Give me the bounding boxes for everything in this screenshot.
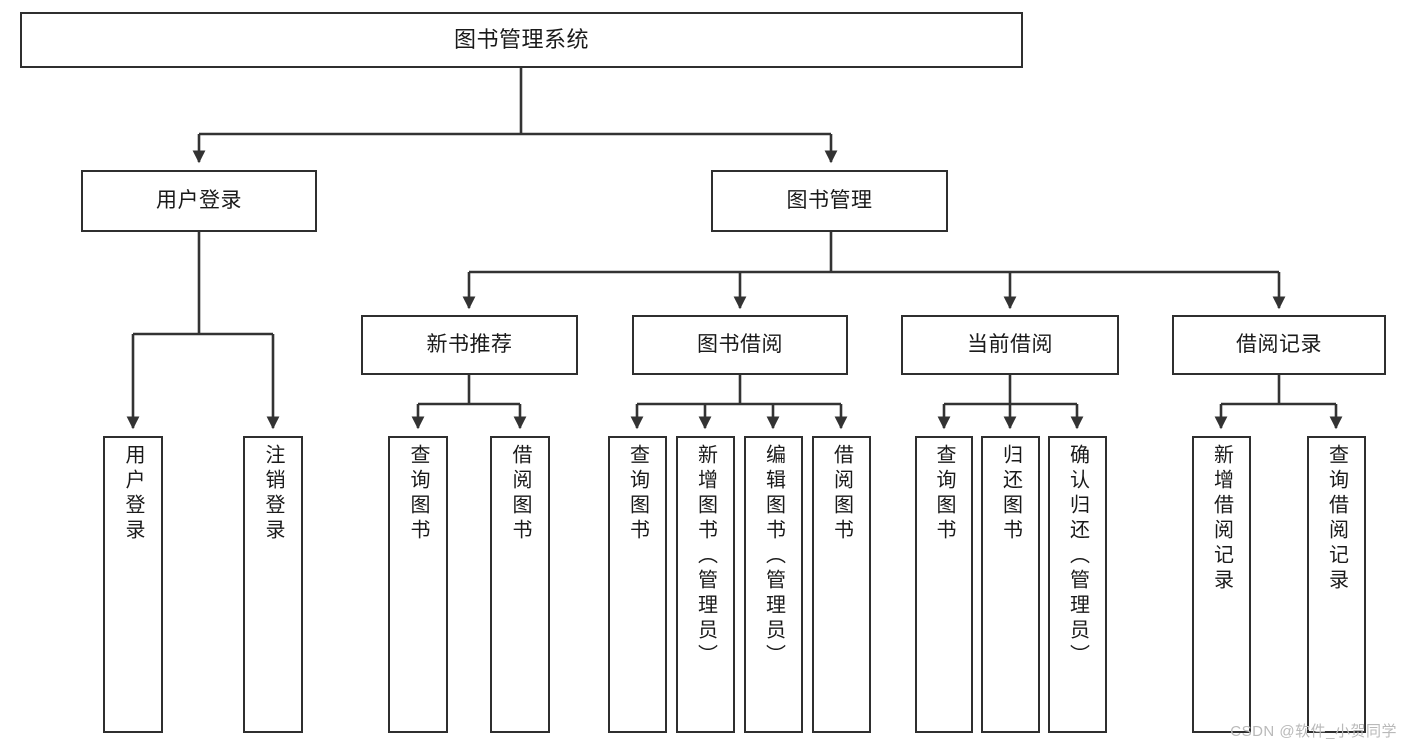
node-book-management[interactable]: 图书管理 — [711, 170, 948, 232]
node-label: 新书推荐 — [426, 332, 513, 356]
node-label: 归还图书 — [999, 444, 1022, 544]
leaf-book-borrow-borrow-book[interactable]: 借阅图书 — [812, 436, 871, 733]
leaf-user-login-login[interactable]: 用户登录 — [103, 436, 163, 733]
node-user-login[interactable]: 用户登录 — [81, 170, 317, 232]
node-label: 当前借阅 — [967, 332, 1053, 356]
leaf-book-borrow-edit-book-admin[interactable]: 编辑图书（管理员） — [744, 436, 803, 733]
leaf-book-borrow-query-book[interactable]: 查询图书 — [608, 436, 667, 733]
node-label: 编辑图书（管理员） — [762, 444, 785, 669]
node-new-book-recommendation[interactable]: 新书推荐 — [361, 315, 578, 375]
node-label: 新增借阅记录 — [1210, 444, 1233, 594]
node-borrowing-record[interactable]: 借阅记录 — [1172, 315, 1386, 375]
leaf-book-borrow-add-book-admin[interactable]: 新增图书（管理员） — [676, 436, 735, 733]
node-book-borrowing[interactable]: 图书借阅 — [632, 315, 848, 375]
node-label: 注销登录 — [262, 444, 284, 544]
node-current-borrowing[interactable]: 当前借阅 — [901, 315, 1119, 375]
node-label: 查询图书 — [626, 444, 649, 544]
node-label: 用户登录 — [156, 188, 242, 212]
leaf-user-login-logout[interactable]: 注销登录 — [243, 436, 303, 733]
node-label: 确认归还（管理员） — [1066, 444, 1089, 669]
leaf-new-book-query-book[interactable]: 查询图书 — [388, 436, 448, 733]
leaf-current-borrow-return-book[interactable]: 归还图书 — [981, 436, 1040, 733]
node-label: 图书借阅 — [697, 332, 783, 356]
csdn-watermark: CSDN @软件_小贺同学 — [1230, 723, 1397, 740]
node-label: 查询图书 — [407, 444, 429, 544]
leaf-borrow-record-query-record[interactable]: 查询借阅记录 — [1307, 436, 1366, 733]
node-label: 借阅记录 — [1236, 332, 1322, 356]
leaf-current-borrow-confirm-return-admin[interactable]: 确认归还（管理员） — [1048, 436, 1107, 733]
node-root-book-management-system[interactable]: 图书管理系统 — [20, 12, 1023, 68]
node-label: 图书管理系统 — [453, 27, 589, 53]
node-label: 图书管理 — [786, 188, 873, 212]
node-label: 借阅图书 — [509, 444, 531, 544]
leaf-new-book-borrow-book[interactable]: 借阅图书 — [490, 436, 550, 733]
node-label: 用户登录 — [122, 444, 144, 544]
node-label: 查询图书 — [933, 444, 955, 544]
node-label: 借阅图书 — [830, 444, 853, 544]
node-label: 查询借阅记录 — [1325, 444, 1348, 594]
node-label: 新增图书（管理员） — [694, 444, 717, 669]
leaf-current-borrow-query-book[interactable]: 查询图书 — [915, 436, 973, 733]
leaf-borrow-record-add-record[interactable]: 新增借阅记录 — [1192, 436, 1251, 733]
